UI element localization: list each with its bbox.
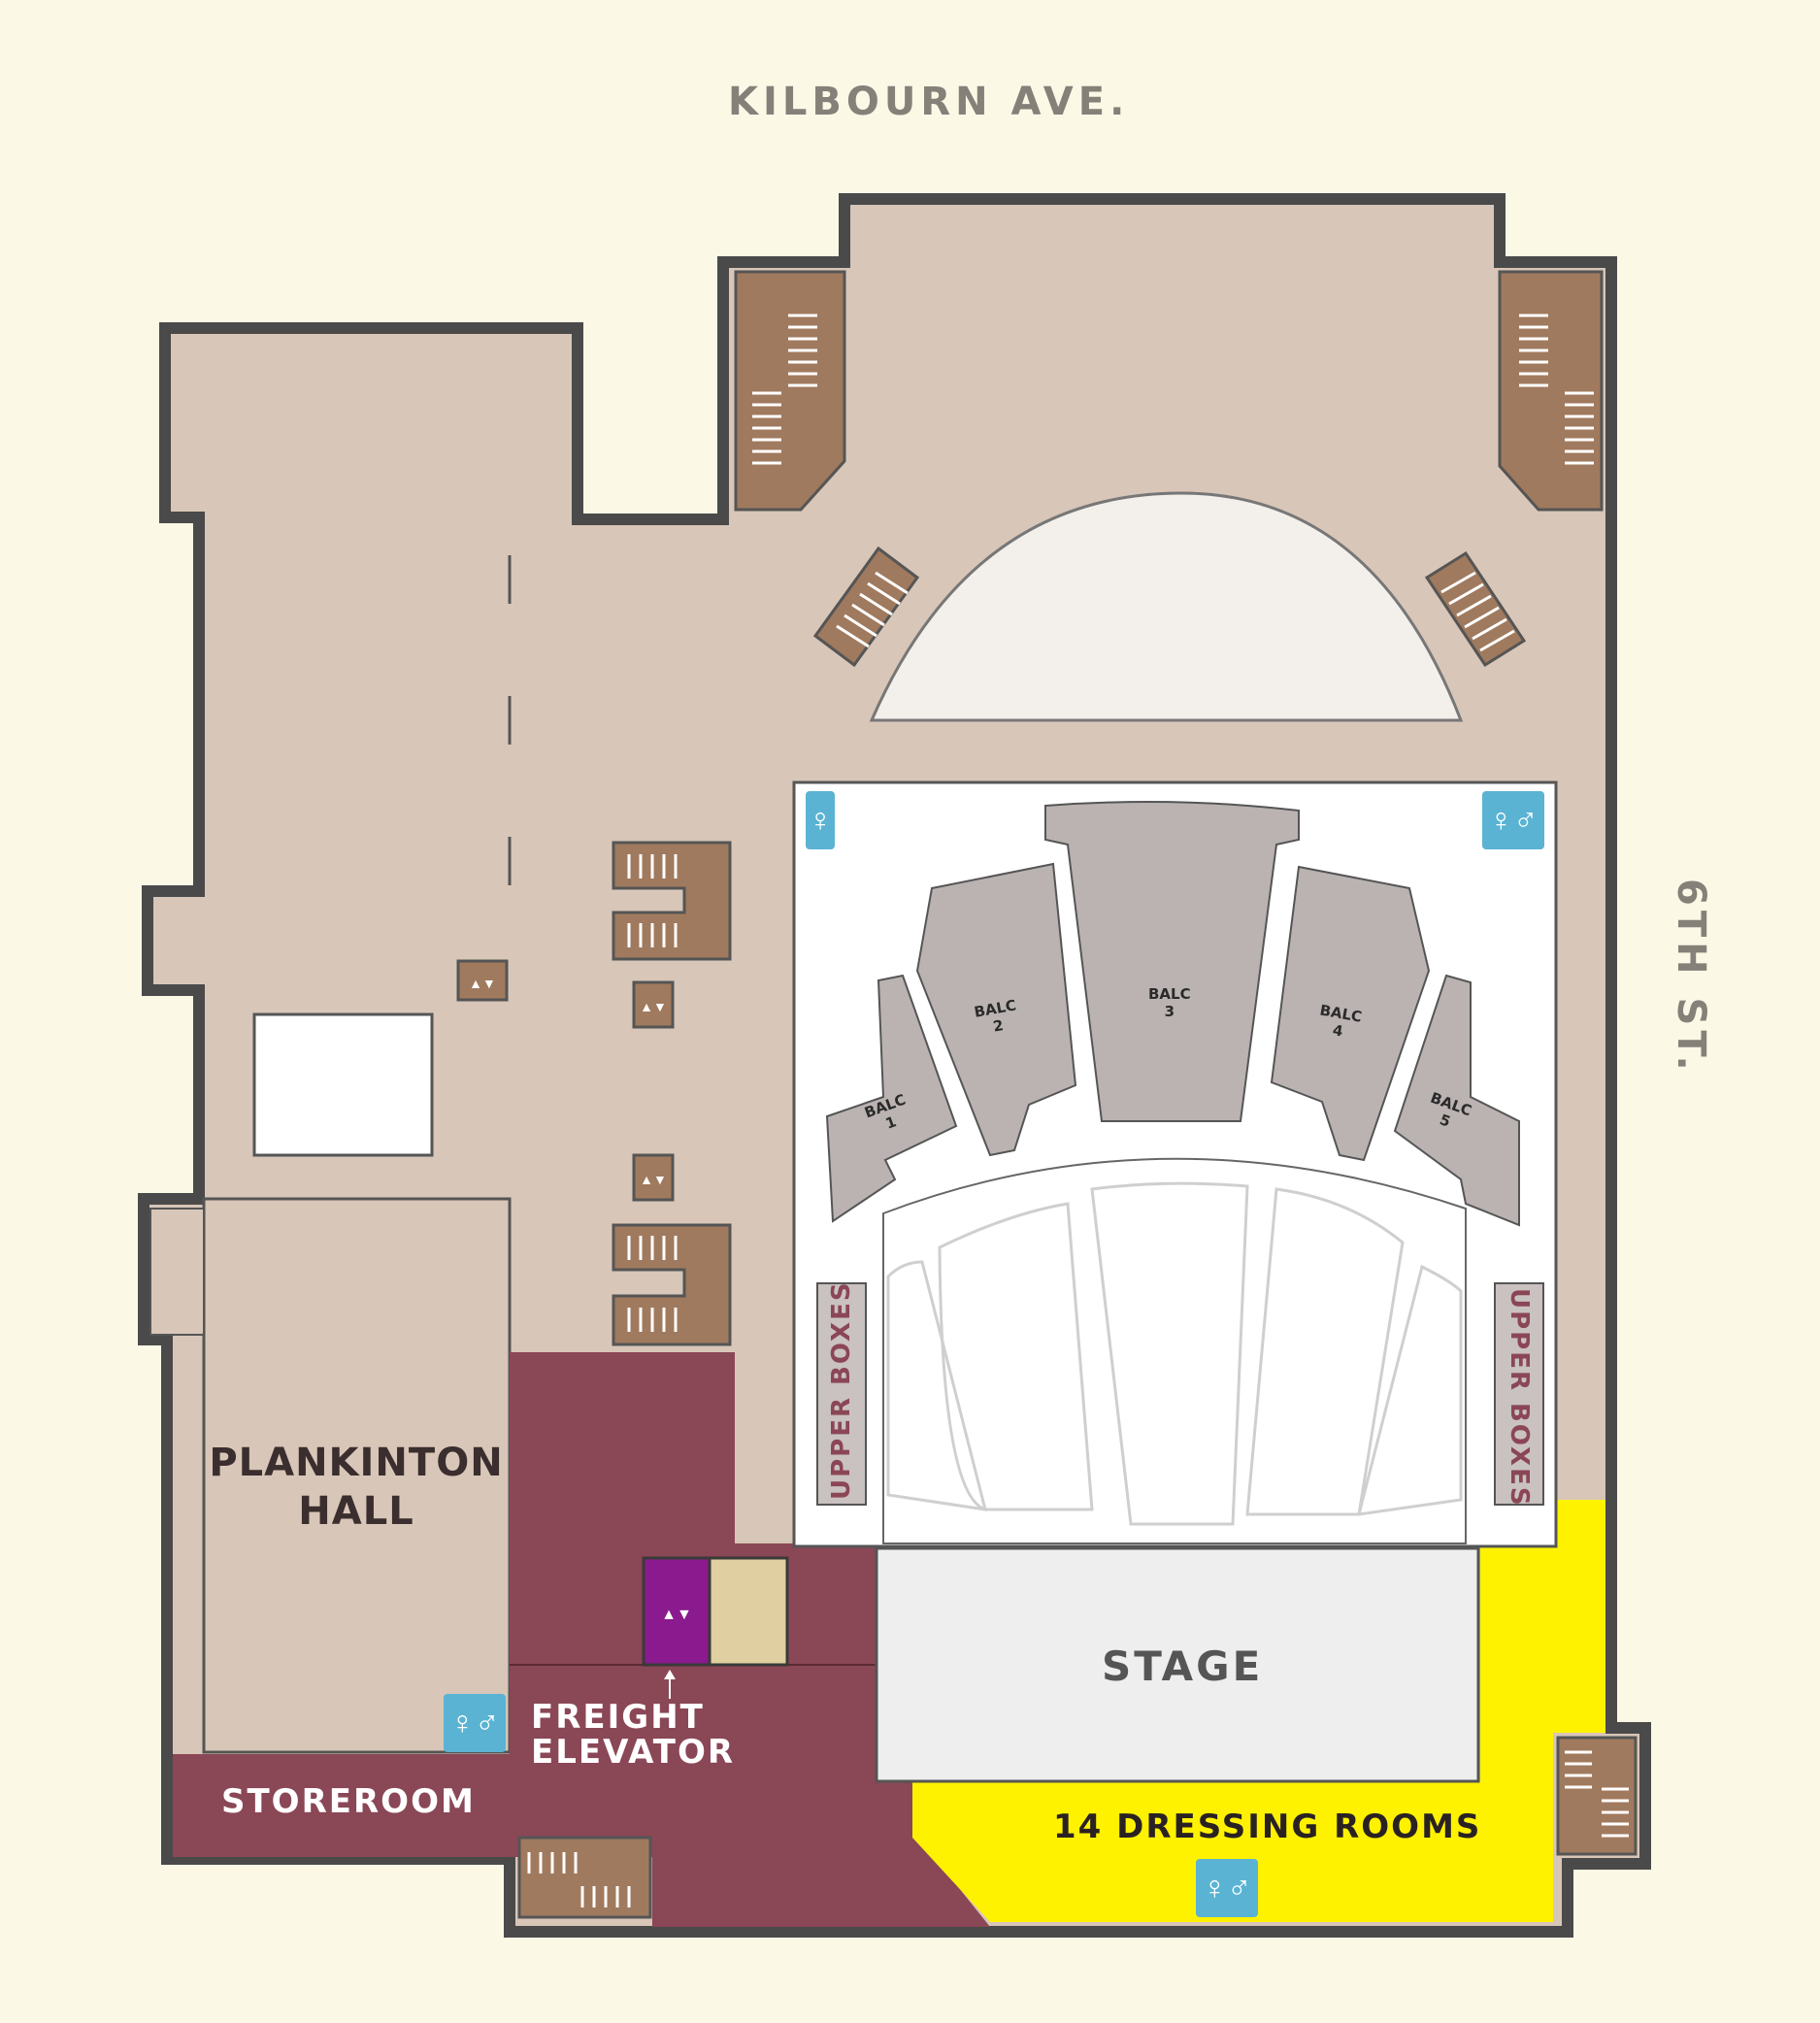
elevator-icon: ▲▼: [661, 1607, 692, 1623]
plankinton-annex: [149, 1208, 205, 1336]
balcony-5[interactable]: [1393, 974, 1520, 1227]
street-kilbourn-ave: KILBOURN AVE.: [728, 80, 1130, 124]
stairs-rotunda-left[interactable]: [812, 546, 920, 668]
storage-closet: [252, 1012, 434, 1157]
stairs-south[interactable]: [517, 1836, 652, 1919]
svg-text:▲▼: ▲▼: [640, 1172, 667, 1187]
womens-restroom-icon[interactable]: ♀: [806, 791, 835, 849]
restroom-icon[interactable]: ♀♂: [1482, 791, 1544, 849]
dressing-rooms-label: 14 DRESSING ROOMS: [1053, 1807, 1482, 1846]
plankinton-hall-room[interactable]: [202, 1197, 512, 1754]
balcony-4[interactable]: [1270, 865, 1431, 1162]
stairs-u-lower[interactable]: [612, 1223, 732, 1346]
stairs-rotunda-right[interactable]: [1424, 550, 1527, 668]
arrow-up-icon: [664, 1670, 676, 1699]
stairs-northwest[interactable]: [734, 270, 846, 512]
upper-boxes-right-label: UPPER BOXES: [1505, 1288, 1534, 1508]
upper-boxes-left-label: UPPER BOXES: [827, 1280, 856, 1500]
freight-elevator-shaft: [708, 1556, 789, 1667]
dressing-rooms-area[interactable]: [912, 1500, 1605, 1922]
balcony-sections: [825, 801, 1520, 1227]
stairs-southeast[interactable]: [1556, 1736, 1638, 1856]
stage-area[interactable]: [875, 1546, 1480, 1783]
stairs-northeast[interactable]: [1498, 270, 1604, 512]
restroom-icon[interactable]: ♀♂: [444, 1694, 506, 1752]
north-rotunda: [869, 491, 1464, 722]
svg-text:▲▼: ▲▼: [469, 976, 496, 991]
upper-boxes-right[interactable]: [1494, 1282, 1544, 1506]
svg-text:▲▼: ▲▼: [640, 999, 667, 1014]
balcony-3[interactable]: [1044, 801, 1300, 1122]
upper-boxes-left[interactable]: [816, 1282, 867, 1506]
elevator-left[interactable]: ▲▼: [456, 959, 509, 1002]
balcony-1[interactable]: [825, 974, 958, 1223]
storeroom-area[interactable]: [173, 1352, 990, 1927]
elevator-mid-lower[interactable]: ▲▼: [632, 1153, 675, 1202]
stage-label: STAGE: [1102, 1642, 1264, 1690]
balcony-2[interactable]: [915, 862, 1077, 1157]
orchestra-seating: [886, 1181, 1463, 1526]
plankinton-hall-label: PLANKINTON HALL: [209, 1441, 504, 1534]
elevator-mid-upper[interactable]: ▲▼: [632, 980, 675, 1029]
stairs-icon: [752, 314, 817, 465]
freight-elevator-label: FREIGHT ELEVATOR: [531, 1698, 736, 1772]
storeroom-label: STOREROOM: [221, 1782, 476, 1821]
restroom-icon[interactable]: ♀♂: [1196, 1859, 1258, 1917]
street-6th-st: 6TH ST.: [1669, 879, 1713, 1076]
stairs-u-upper[interactable]: [612, 841, 732, 961]
